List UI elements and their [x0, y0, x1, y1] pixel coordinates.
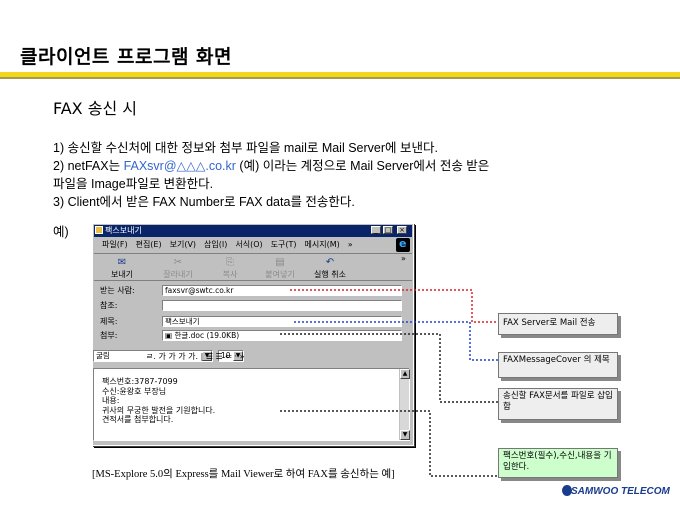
undo-label: 실행 취소: [314, 270, 346, 279]
attach-label: 첨부:: [100, 331, 118, 340]
paste-label: 붙여넣기: [265, 270, 295, 279]
vertical-scrollbar[interactable]: ▲ ▼: [399, 369, 410, 440]
connector-body: [280, 410, 498, 477]
close-button[interactable]: ×: [397, 226, 407, 234]
copy-label: 복사: [222, 270, 238, 279]
to-field[interactable]: faxsvr@swtc.co.kr: [162, 285, 402, 296]
title-rule: [0, 72, 680, 77]
send-button[interactable]: ✉ 보내기: [100, 257, 144, 281]
connector-subject: [294, 321, 498, 361]
message-body-text[interactable]: 팩스번호:3787-7099 수신:윤왕호 부장님 내용: 귀사의 무궁한 발전…: [102, 377, 216, 424]
paste-button[interactable]: ▤ 붙여넣기: [258, 257, 302, 281]
send-icon: ✉: [117, 257, 127, 268]
to-label[interactable]: 받는 사람:: [100, 286, 135, 295]
menu-tools[interactable]: 도구(T): [270, 240, 297, 249]
menu-insert[interactable]: 삽입(I): [204, 240, 228, 249]
cut-icon: ✂: [173, 257, 183, 268]
font-size-select[interactable]: 10 ▼: [218, 350, 244, 362]
step-2-suffix: (예) 이라는 계정으로 Mail Server에서 전송 받은: [235, 159, 490, 173]
slide-title: 클라이언트 프로그램 화면: [20, 46, 233, 68]
font-name-value: 굴림: [96, 351, 110, 360]
fax-account-link: FAXsvr@△△△.co.kr: [123, 159, 236, 173]
attachment-field[interactable]: ▣ 한글.doc (19.0KB): [162, 330, 402, 341]
section-heading: FAX 송신 시: [53, 99, 137, 118]
menu-bar: 파일(F) 편집(E) 보기(V) 삽입(I) 서식(O) 도구(T) 메시지(M) »: [94, 238, 412, 252]
send-label: 보내기: [110, 270, 134, 279]
envelope-icon: [95, 226, 103, 234]
menu-edit[interactable]: 편집(E): [135, 240, 162, 249]
chevron-down-icon[interactable]: ▼: [233, 351, 243, 361]
font-name-select[interactable]: 굴림 ▼: [93, 350, 213, 362]
cc-field[interactable]: [162, 300, 402, 311]
connector-attachment: [280, 333, 498, 403]
samwoo-logo-icon: [562, 485, 572, 496]
menu-message[interactable]: 메시지(M): [304, 240, 340, 249]
cut-label: 잘라내기: [163, 270, 193, 279]
ie-logo-icon: [396, 237, 410, 252]
connector-to-field: [290, 289, 498, 323]
callout-mail-send: FAX Server로 Mail 전송: [498, 313, 618, 335]
callout-cover-title: FAXMessageCover 의 제목: [498, 352, 618, 378]
menu-view[interactable]: 보기(V): [169, 240, 197, 249]
maximize-button[interactable]: □: [383, 226, 393, 234]
subject-label: 제목:: [100, 317, 118, 326]
paste-icon: ▤: [275, 257, 285, 268]
figure-caption: [MS-Explore 5.0의 Express를 Mail Viewer로 하…: [92, 469, 395, 480]
message-body[interactable]: 팩스번호:3787-7099 수신:윤왕호 부장님 내용: 귀사의 무궁한 발전…: [93, 368, 410, 441]
step-3-text: 3) Client에서 받은 FAX Number로 FAX data를 전송한…: [53, 195, 355, 209]
menu-format[interactable]: 서식(O): [235, 240, 263, 249]
undo-icon: ↶: [325, 257, 335, 268]
minimize-button[interactable]: _: [371, 226, 381, 234]
step-1-text: 1) 송신할 수신처에 대한 정보와 첨부 파일을 mail로 Mail Ser…: [53, 141, 438, 155]
toolbar-overflow[interactable]: »: [401, 254, 406, 263]
format-toolbar-buttons[interactable]: ㄹ. 가 가 가 가. | ☰ ☰ ⇐ · »: [146, 352, 245, 361]
step-2-text: 2) netFAX는 FAXsvr@△△△.co.kr (예) 이라는 계정으로…: [53, 155, 489, 174]
callout-attach-file: 송신할 FAX문서를 파일로 삽입함: [498, 388, 618, 420]
chevron-down-icon[interactable]: ▼: [202, 351, 212, 361]
cc-label[interactable]: 참조:: [100, 301, 118, 310]
subject-field[interactable]: 팩스보내기: [162, 316, 402, 327]
brand-name: SAMWOO TELECOM: [571, 486, 670, 497]
scroll-up-button[interactable]: ▲: [400, 369, 410, 379]
font-size-value: 10: [221, 351, 231, 360]
attachment-icon: ▣: [165, 331, 175, 340]
step-2-continued: 파일을 Image파일로 변환한다.: [53, 177, 214, 191]
undo-button[interactable]: ↶ 실행 취소: [308, 257, 352, 281]
menu-file[interactable]: 파일(F): [102, 240, 128, 249]
copy-icon: ⎘: [226, 257, 234, 268]
menu-overflow[interactable]: »: [347, 240, 353, 249]
callout-body-info: 팩스번호(필수),수신,내용을 기입한다.: [498, 448, 618, 478]
example-label: 예): [53, 225, 69, 239]
window-title: 팩스보내기: [105, 226, 142, 235]
scroll-down-button[interactable]: ▼: [400, 430, 410, 440]
copy-button[interactable]: ⎘ 복사: [208, 257, 252, 281]
toolbar: ✉ 보내기 ✂ 잘라내기 ⎘ 복사 ▤ 붙여넣기 ↶ 실행 취소 »: [94, 253, 412, 281]
window-titlebar[interactable]: 팩스보내기: [94, 225, 412, 237]
title-rule-shadow: [0, 77, 680, 79]
cut-button[interactable]: ✂ 잘라내기: [156, 257, 200, 281]
attachment-name: 한글.doc (19.0KB): [174, 331, 240, 340]
step-2-prefix: 2) netFAX는: [53, 159, 124, 173]
